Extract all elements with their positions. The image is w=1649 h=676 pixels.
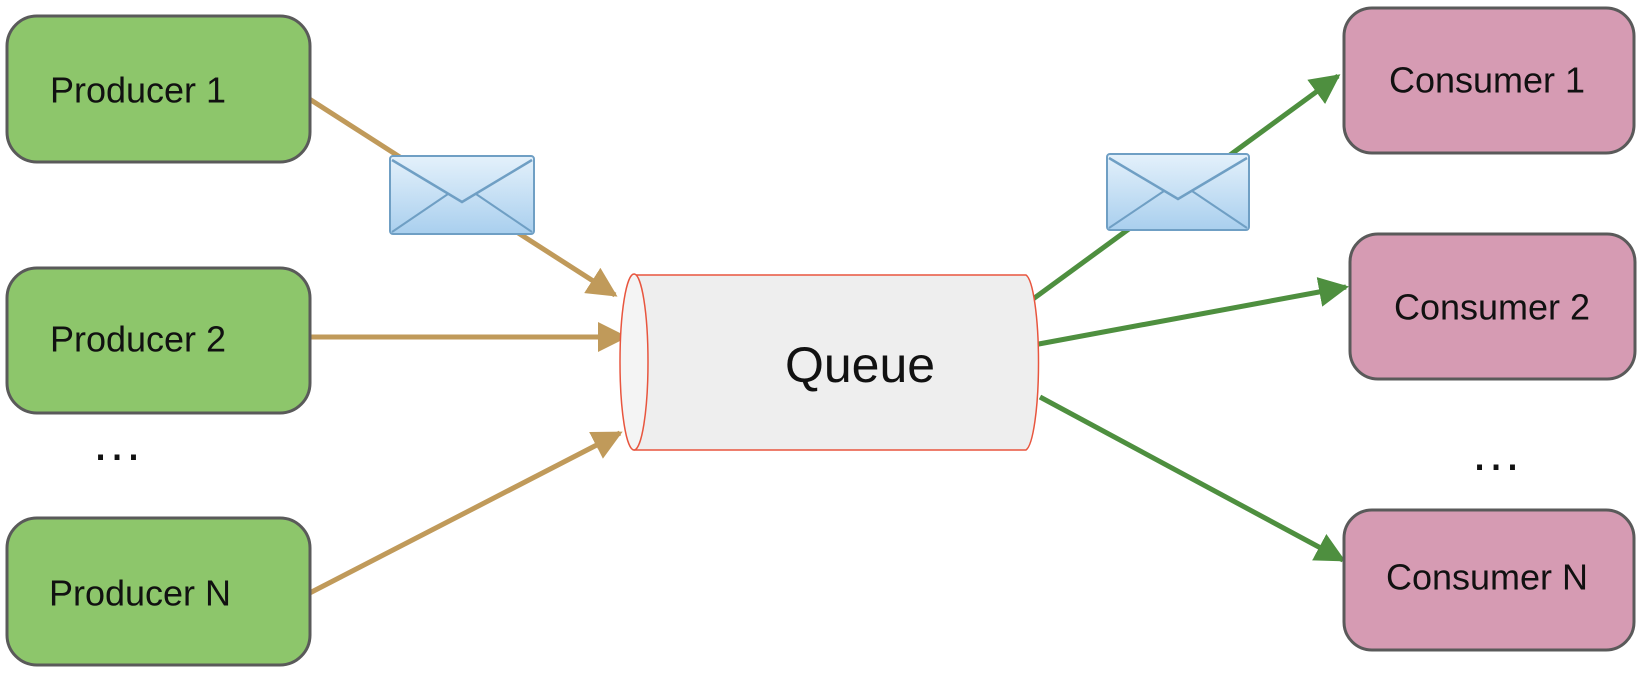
- arrow-producer-n-to-queue: [298, 430, 623, 601]
- consumer-box-n-shape: [1342, 508, 1636, 652]
- producer-box-2: Producer 2: [5, 266, 312, 415]
- producer-box-n-shape: [5, 516, 312, 667]
- consumer-arrows: [1016, 73, 1349, 563]
- producer-box-1: Producer 1: [5, 14, 312, 164]
- producer-label-n: Producer N: [49, 573, 231, 614]
- queue-left-cap: [619, 273, 649, 451]
- envelope-icon: [1106, 153, 1250, 231]
- producer-label-2: Producer 2: [50, 319, 226, 360]
- consumer-box-2: Consumer 2: [1348, 232, 1637, 381]
- arrow-queue-to-consumer-2: [1027, 277, 1349, 349]
- consumer-box-2-shape: [1348, 232, 1637, 381]
- envelope-icon: [389, 155, 535, 235]
- producers-ellipsis: …: [91, 414, 143, 472]
- producer-box-2-shape: [5, 266, 312, 415]
- queue-label: Queue: [785, 337, 935, 393]
- consumer-label-1: Consumer 1: [1389, 60, 1585, 101]
- producer-label-1: Producer 1: [50, 70, 226, 111]
- consumer-box-1: Consumer 1: [1342, 6, 1636, 155]
- consumers-ellipsis: …: [1470, 424, 1522, 482]
- consumer-box-1-shape: [1342, 6, 1636, 155]
- producer-box-n: Producer N: [5, 516, 312, 667]
- consumer-label-n: Consumer N: [1386, 557, 1588, 598]
- consumer-label-2: Consumer 2: [1394, 287, 1590, 328]
- consumer-box-n: Consumer N: [1342, 508, 1636, 652]
- producer-box-1-shape: [5, 14, 312, 164]
- arrow-queue-to-consumer-n: [1038, 394, 1346, 563]
- queue-node: Queue: [619, 273, 1040, 451]
